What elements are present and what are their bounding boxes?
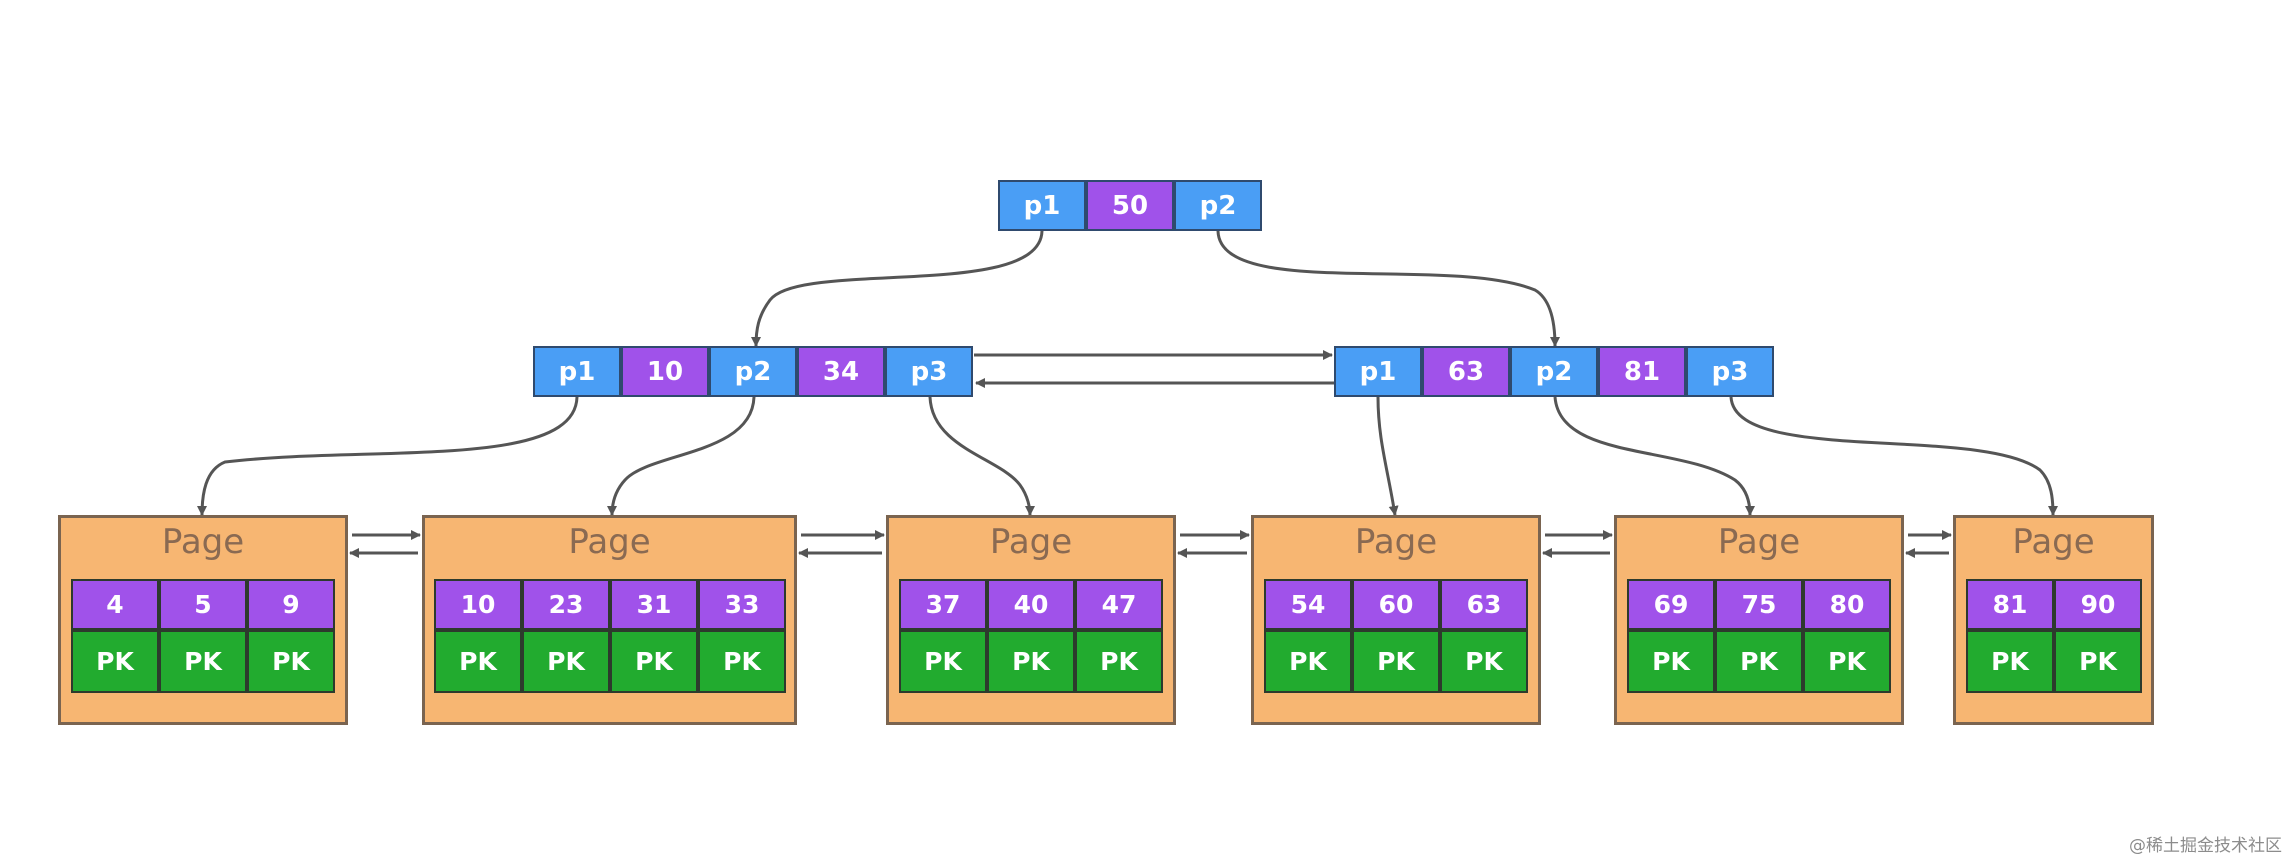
page-key-cell: 10 (434, 579, 522, 630)
page-key-cell: 54 (1264, 579, 1352, 630)
page-key-cell: 75 (1715, 579, 1803, 630)
page-key-cell: 90 (2054, 579, 2142, 630)
pointer-cell: p3 (1686, 346, 1774, 397)
tree-pointer-arrow (751, 230, 1044, 347)
page-pk-cell: PK (2054, 630, 2142, 693)
key-cell: 50 (1086, 180, 1174, 231)
page-pk-cell: PK (1264, 630, 1352, 693)
tree-pointer-arrow (1729, 396, 2058, 516)
key-cell: 81 (1598, 346, 1686, 397)
tree-pointer-arrow (1216, 230, 1560, 347)
page-pk-cell: PK (899, 630, 987, 693)
page-key-cell: 37 (899, 579, 987, 630)
page-pk-cell: PK (1715, 630, 1803, 693)
pointer-cell: p2 (1174, 180, 1262, 231)
page-pk-cell: PK (434, 630, 522, 693)
page-key-cell: 33 (698, 579, 786, 630)
page-key-cell: 81 (1966, 579, 2054, 630)
page-pk-cell: PK (1803, 630, 1891, 693)
page-pk-cell: PK (1440, 630, 1528, 693)
page-title: Page (1354, 522, 1438, 562)
page-key-cell: 47 (1075, 579, 1163, 630)
tree-pointer-arrow (928, 396, 1035, 516)
key-cell: 10 (621, 346, 709, 397)
pointer-cell: p2 (709, 346, 797, 397)
page-key-cell: 69 (1627, 579, 1715, 630)
page-key-cell: 5 (159, 579, 247, 630)
page-pk-cell: PK (1627, 630, 1715, 693)
page-key-cell: 40 (987, 579, 1075, 630)
page-key-cell: 63 (1440, 579, 1528, 630)
page-pk-cell: PK (522, 630, 610, 693)
pointer-cell: p3 (885, 346, 973, 397)
pointer-cell: p1 (998, 180, 1086, 231)
page-title: Page (989, 522, 1073, 562)
page-title: Page (568, 522, 651, 562)
pointer-cell: p2 (1510, 346, 1598, 397)
page-key-cell: 80 (1803, 579, 1891, 630)
page-title: Page (1717, 522, 1801, 562)
page-title: Page (2012, 522, 2095, 562)
page-key-cell: 4 (71, 579, 159, 630)
tree-pointer-arrow (607, 396, 756, 516)
page-key-cell: 23 (522, 579, 610, 630)
page-pk-cell: PK (1966, 630, 2054, 693)
key-cell: 63 (1422, 346, 1510, 397)
tree-pointer-arrow (1553, 396, 1755, 516)
page-key-cell: 9 (247, 579, 335, 630)
page-title: Page (161, 522, 245, 562)
page-pk-cell: PK (1075, 630, 1163, 693)
pointer-cell: p1 (1334, 346, 1422, 397)
tree-pointer-arrow (1376, 396, 1399, 516)
page-pk-cell: PK (610, 630, 698, 693)
page-pk-cell: PK (1352, 630, 1440, 693)
page-pk-cell: PK (71, 630, 159, 693)
tree-pointer-arrow (197, 396, 579, 516)
key-cell: 34 (797, 346, 885, 397)
page-key-cell: 31 (610, 579, 698, 630)
pointer-cell: p1 (533, 346, 621, 397)
page-pk-cell: PK (987, 630, 1075, 693)
watermark: @稀土掘金技术社区 (2129, 836, 2282, 856)
page-pk-cell: PK (247, 630, 335, 693)
page-key-cell: 60 (1352, 579, 1440, 630)
page-pk-cell: PK (159, 630, 247, 693)
page-pk-cell: PK (698, 630, 786, 693)
